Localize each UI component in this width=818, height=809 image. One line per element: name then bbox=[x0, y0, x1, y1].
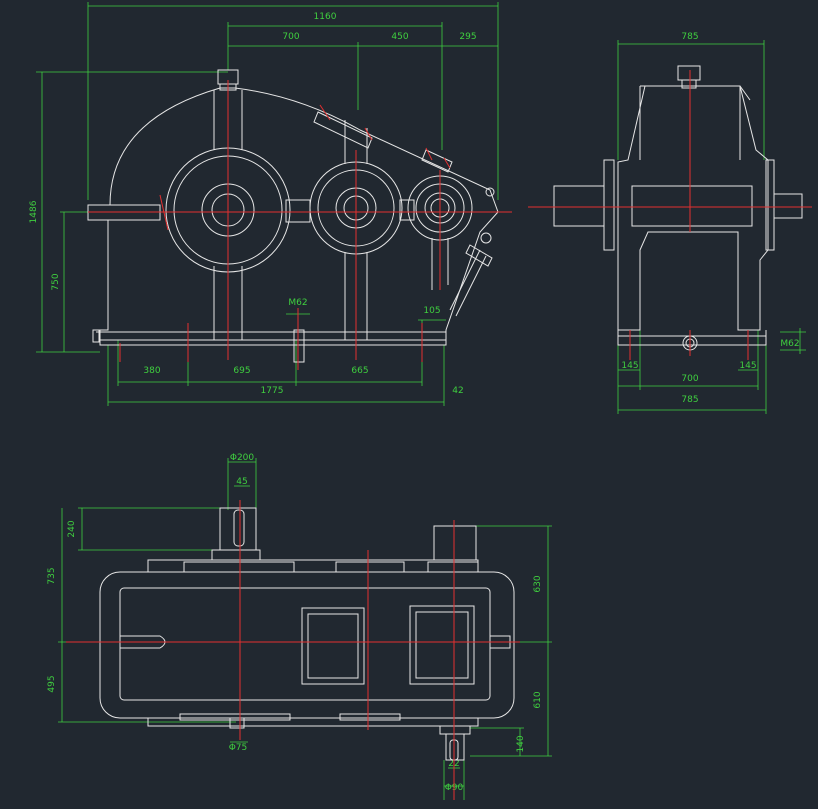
dim-right-top: 630 bbox=[533, 575, 543, 592]
top-dimension-labels: Φ200 45 240 735 495 630 610 140 Φ75 22 Φ… bbox=[47, 453, 543, 793]
dim-foot-label: M62 bbox=[780, 339, 799, 349]
top-view: Φ200 45 240 735 495 630 610 140 Φ75 22 Φ… bbox=[47, 453, 552, 800]
dim-center-2: 450 bbox=[391, 32, 408, 42]
dim-left-edge: 145 bbox=[621, 361, 638, 371]
dim-base-total: 1775 bbox=[261, 386, 284, 396]
dim-base-mid1: 695 bbox=[233, 366, 250, 376]
dim-output-ext: 140 bbox=[516, 735, 526, 752]
side-centerlines bbox=[528, 70, 812, 360]
dim-key-width: 45 bbox=[236, 477, 247, 487]
dim-top-width: 785 bbox=[681, 32, 698, 42]
front-dimension-lines bbox=[36, 2, 499, 406]
dim-center-1: 700 bbox=[282, 32, 299, 42]
dim-right-edge: 145 bbox=[739, 361, 756, 371]
front-housing bbox=[87, 69, 499, 363]
front-dimension-labels: 1160 700 450 295 1486 750 380 695 665 17… bbox=[29, 12, 477, 396]
side-dimension-labels: 785 700 145 145 785 M62 bbox=[621, 32, 799, 405]
side-dimension-lines bbox=[617, 40, 806, 414]
side-housing bbox=[553, 65, 803, 351]
dim-shaft-extension: 240 bbox=[67, 520, 77, 537]
dim-foot-right: 105 bbox=[423, 306, 440, 316]
dim-base-width: 785 bbox=[681, 395, 698, 405]
dim-base-mid2: 665 bbox=[351, 366, 368, 376]
dim-bolt-span: 700 bbox=[681, 374, 698, 384]
front-view: 1160 700 450 295 1486 750 380 695 665 17… bbox=[29, 2, 512, 406]
dim-total-height: 1486 bbox=[29, 200, 39, 223]
dim-center-height: 750 bbox=[51, 273, 61, 290]
dim-base-left: 380 bbox=[143, 366, 160, 376]
dim-input-dia: Φ200 bbox=[230, 453, 255, 463]
front-centerlines bbox=[88, 80, 512, 370]
top-housing bbox=[99, 507, 515, 761]
dim-end-offset: 295 bbox=[459, 32, 476, 42]
dim-half-width-top: 735 bbox=[47, 567, 57, 584]
dim-base-end: 42 bbox=[452, 386, 463, 396]
top-dimension-lines bbox=[58, 458, 552, 800]
dim-overall-length: 1160 bbox=[314, 12, 337, 22]
dim-half-width-bottom: 495 bbox=[47, 675, 57, 692]
dim-output-dia-left: Φ75 bbox=[229, 743, 248, 753]
top-centerlines bbox=[66, 500, 520, 800]
dim-right-bottom: 610 bbox=[533, 691, 543, 708]
dim-drain-label: M62 bbox=[288, 298, 307, 308]
side-view: 785 700 145 145 785 M62 bbox=[528, 32, 812, 414]
